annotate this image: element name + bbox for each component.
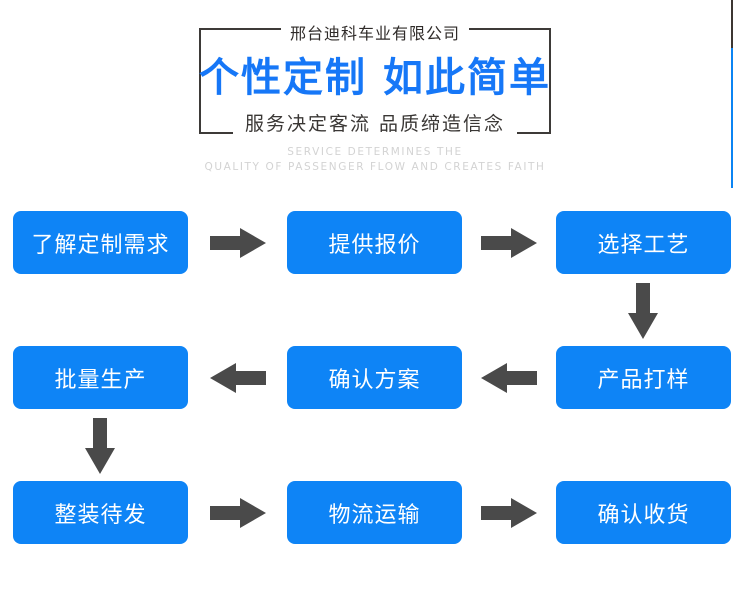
arrow-right-icon-row3-b (481, 496, 537, 530)
banner: 邢台迪科车业有限公司 个性定制 如此简单 服务决定客流 品质缔造信念 SERVI… (0, 0, 750, 190)
arrow-right-icon-row1-b (481, 226, 537, 260)
arrow-down-icon-row1-to-row2 (626, 283, 660, 339)
flow-node-step-6[interactable]: 批量生产 (13, 346, 188, 409)
bracket-segment-top-left (199, 28, 281, 30)
flow-node-step-1[interactable]: 了解定制需求 (13, 211, 188, 274)
flow-node-step-7[interactable]: 整装待发 (13, 481, 188, 544)
flow-node-step-3[interactable]: 选择工艺 (556, 211, 731, 274)
bracket-segment-bottom-right (517, 132, 551, 134)
flow-node-step-5[interactable]: 确认方案 (287, 346, 462, 409)
banner-subline: 服务决定客流 品质缔造信念 (244, 113, 506, 135)
arrow-left-icon-row2-b (481, 361, 537, 395)
flow-node-step-2[interactable]: 提供报价 (287, 211, 462, 274)
bracket-segment-right (549, 28, 551, 134)
banner-english-line-1: SERVICE DETERMINES THE (287, 146, 463, 158)
bracket-frame (199, 28, 551, 134)
bracket-segment-left (199, 28, 201, 134)
arrow-down-icon-row2-to-row3 (83, 418, 117, 474)
right-edge-rule-dark (731, 0, 733, 48)
bracket-segment-top-right (469, 28, 551, 30)
flow-node-step-9[interactable]: 确认收货 (556, 481, 731, 544)
company-name: 邢台迪科车业有限公司 (289, 24, 460, 43)
arrow-right-icon-row1-a (210, 226, 266, 260)
arrow-left-icon-row2-a (210, 361, 266, 395)
flow-node-step-4[interactable]: 产品打样 (556, 346, 731, 409)
right-edge-rule-blue (731, 48, 733, 188)
banner-english-line-2: QUALITY OF PASSENGER FLOW AND CREATES FA… (204, 161, 546, 173)
arrow-right-icon-row3-a (210, 496, 266, 530)
bracket-segment-bottom-left (199, 132, 233, 134)
flow-node-step-8[interactable]: 物流运输 (287, 481, 462, 544)
banner-headline: 个性定制 如此简单 (199, 55, 551, 101)
